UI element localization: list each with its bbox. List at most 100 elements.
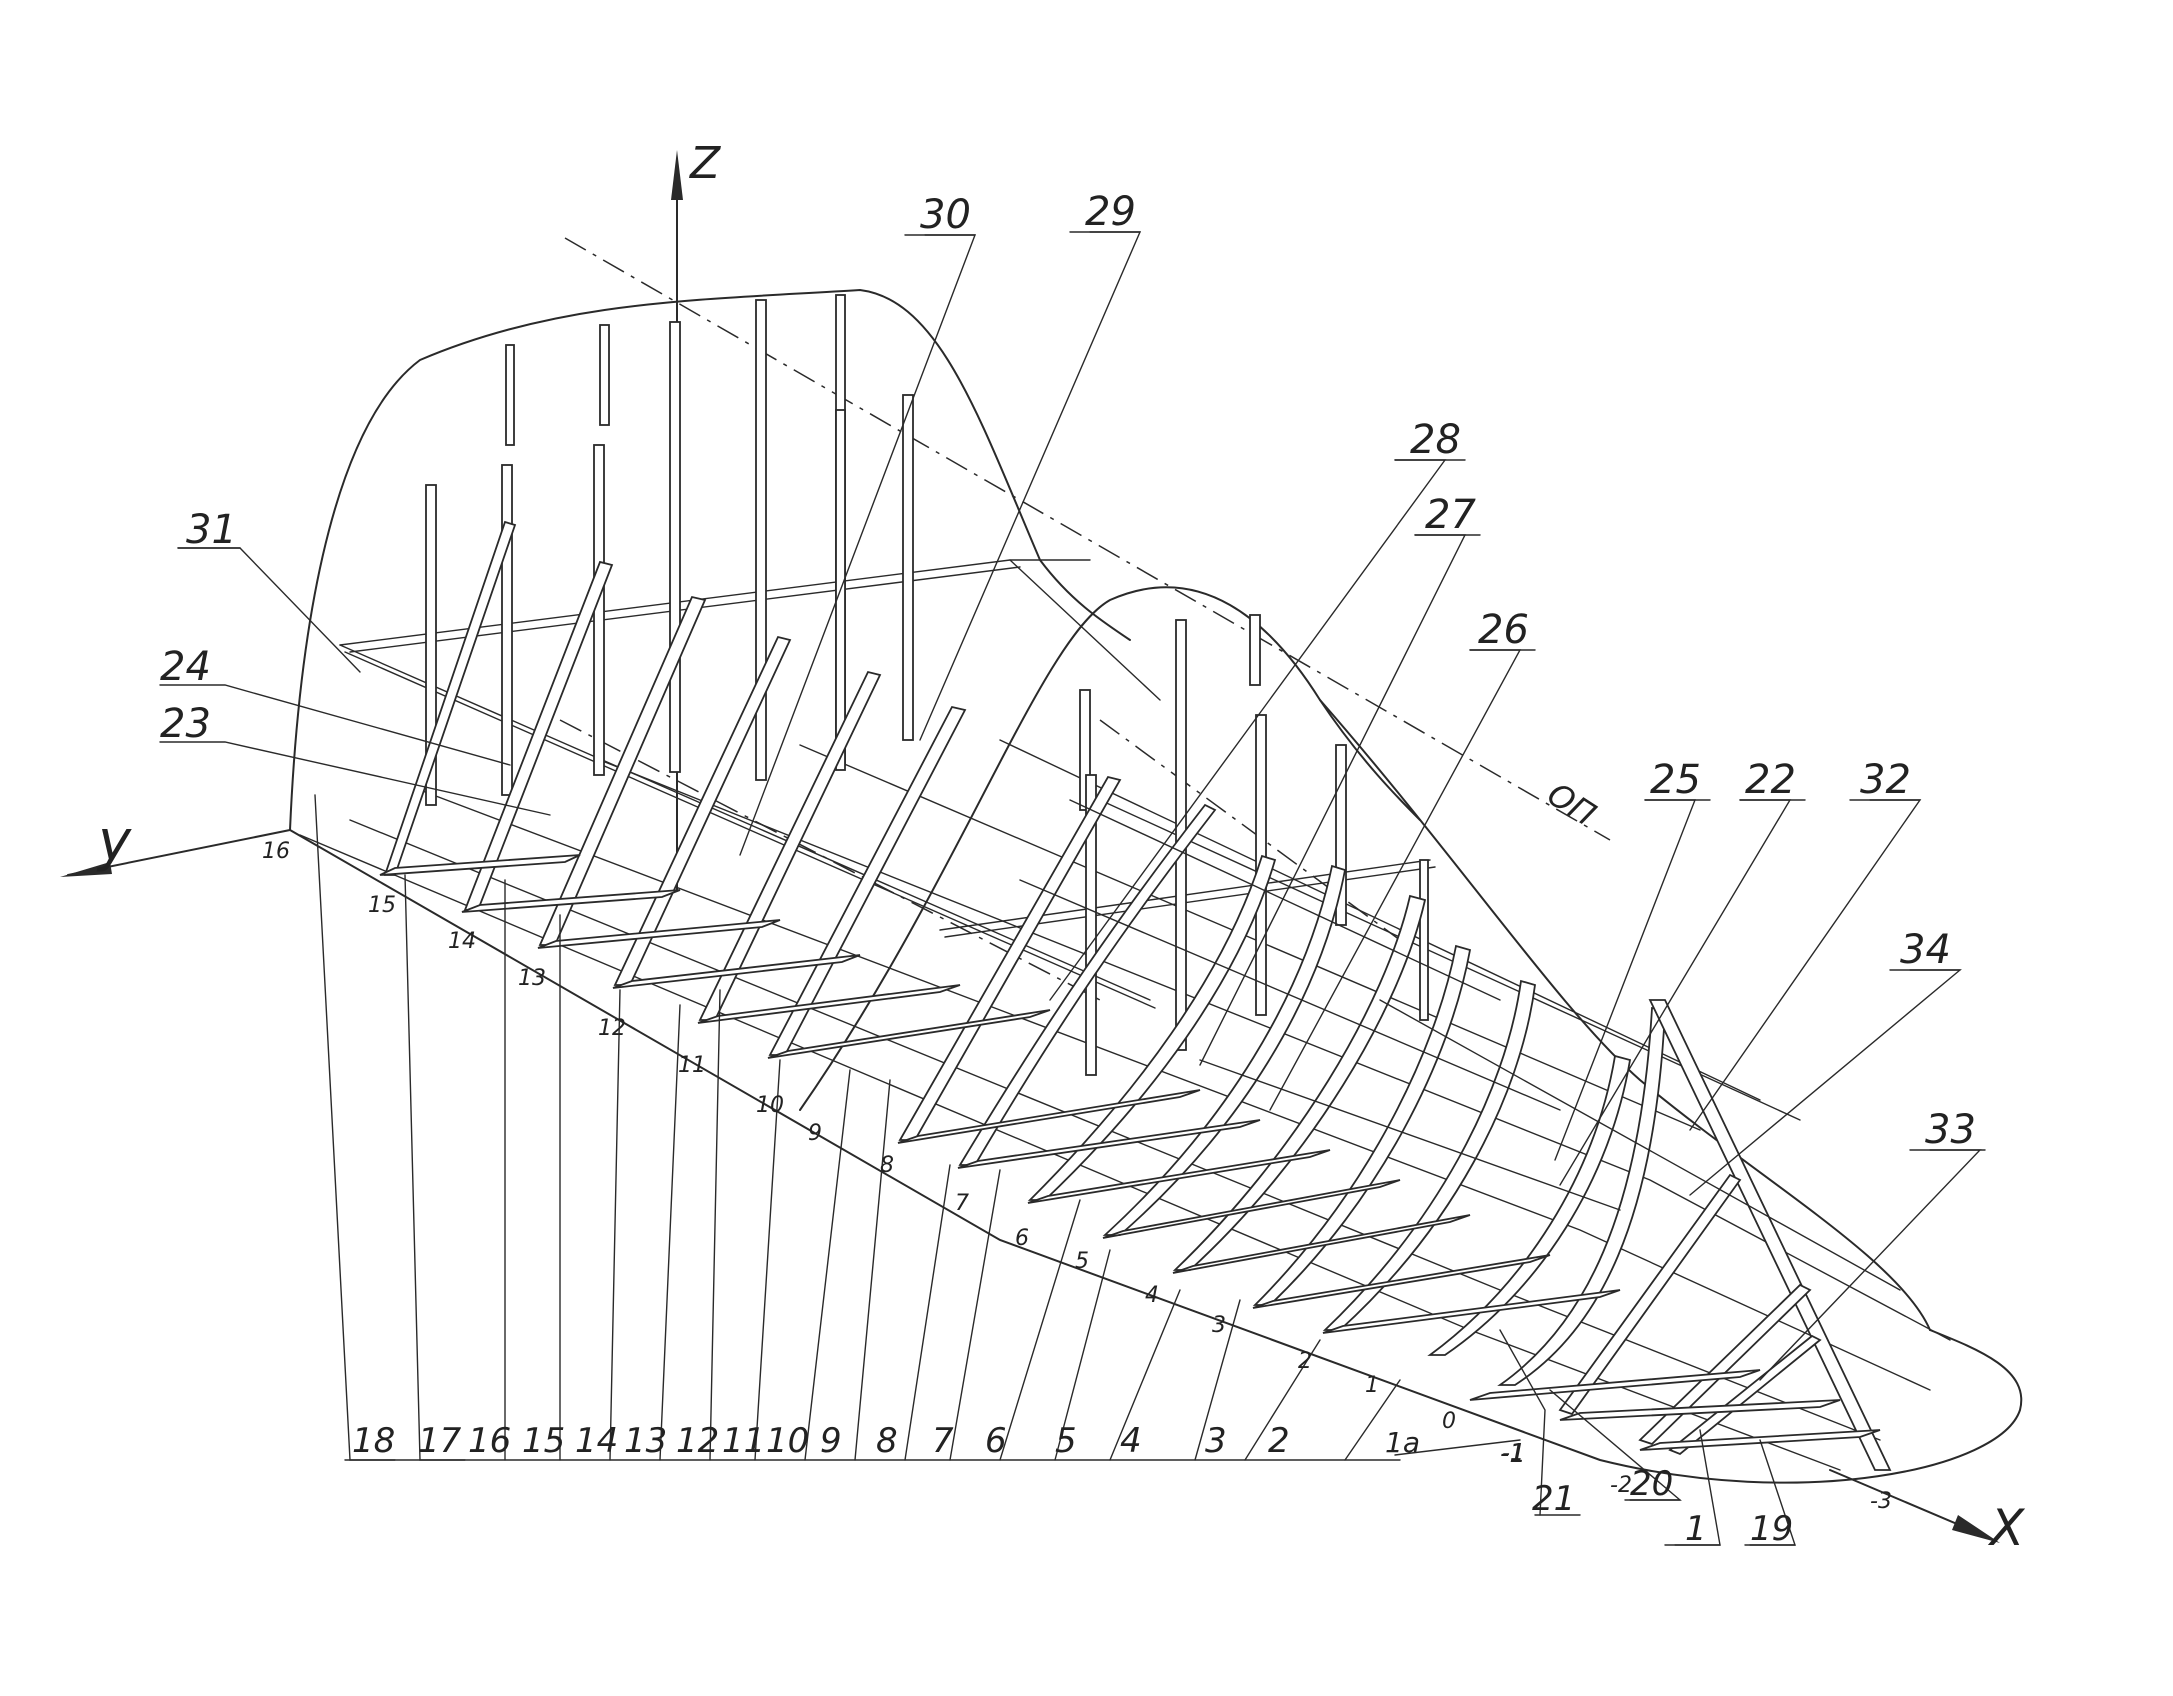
callout-24: 24	[160, 644, 211, 690]
callout-3: 3	[1205, 1421, 1227, 1461]
floor	[1469, 1369, 1761, 1401]
axis-y-label: y	[96, 809, 132, 874]
callout-16: 16	[468, 1421, 511, 1461]
frame-number-labels: 16 15 14 13 12 11 10 9 8 7 6 5 4 3 2 1 0…	[262, 839, 1892, 1514]
callout-7: 7	[932, 1421, 954, 1461]
frame-5: 5	[1075, 1249, 1089, 1274]
callout-19: 19	[1750, 1509, 1793, 1549]
stiffener	[425, 484, 437, 806]
frame-0: 0	[1442, 1409, 1456, 1434]
frame-16: 16	[262, 839, 290, 864]
floor	[1027, 1149, 1331, 1204]
floor	[957, 1119, 1261, 1169]
frame-minus-3: -3	[1870, 1489, 1892, 1514]
floor	[1172, 1214, 1471, 1274]
callout-12: 12	[676, 1421, 719, 1461]
callout-28: 28	[1410, 417, 1461, 463]
callout-22: 22	[1745, 757, 1796, 803]
stiffener	[599, 324, 610, 426]
axis-z-label: Z	[689, 138, 721, 189]
axis-x-label: X	[1987, 1499, 2026, 1557]
axis-x: X	[1829, 1469, 2026, 1557]
axis-y: y	[60, 809, 291, 877]
brace	[1558, 1173, 1742, 1416]
floor	[1252, 1254, 1551, 1309]
floor	[537, 919, 781, 949]
frame-6: 6	[1015, 1226, 1029, 1251]
callout-2: 2	[1268, 1421, 1290, 1461]
brace	[1638, 1283, 1812, 1446]
callout-9: 9	[820, 1421, 842, 1461]
callout-18: 18	[352, 1421, 395, 1461]
callout-27: 27	[1425, 492, 1476, 538]
frame-4: 4	[1145, 1283, 1159, 1308]
frame-2: 2	[1298, 1349, 1312, 1374]
frame-rib	[768, 705, 967, 1056]
stiffener	[1249, 614, 1261, 686]
callout-33: 33	[1925, 1107, 1976, 1153]
frame-9: 9	[808, 1121, 822, 1146]
frame-rib	[1172, 894, 1427, 1271]
brace	[1668, 1334, 1822, 1456]
leader-lines	[159, 231, 1986, 1546]
callout-minus-1: -1	[1500, 1439, 1526, 1469]
top-callout-labels: 31 24 23 30 29 28 27 26 25 22 32 34 33	[160, 189, 1976, 1153]
frame-rib	[1427, 1054, 1632, 1356]
stiffener	[669, 321, 681, 773]
stiffener	[1079, 689, 1091, 811]
frame-3: 3	[1212, 1313, 1226, 1338]
stiffener	[505, 344, 515, 446]
callout-13: 13	[624, 1421, 667, 1461]
frame-14: 14	[448, 929, 476, 954]
frame-12: 12	[598, 1016, 626, 1041]
floor	[697, 984, 961, 1024]
floor	[767, 1009, 1051, 1059]
stiffener	[1085, 774, 1097, 1076]
frame-13: 13	[518, 966, 546, 991]
floor	[897, 1089, 1201, 1144]
callout-23: 23	[160, 701, 211, 747]
frame-rib	[383, 520, 517, 876]
floor	[1102, 1179, 1401, 1239]
bow-stem	[1648, 999, 1892, 1471]
frame-minus-1: -1	[1502, 1441, 1524, 1466]
frame-rib	[1252, 944, 1472, 1306]
callout-1: 1	[1685, 1509, 1707, 1549]
frames	[379, 520, 1901, 1471]
frame-1: 1	[1365, 1373, 1379, 1398]
callout-4: 4	[1120, 1421, 1142, 1461]
floor	[1322, 1289, 1621, 1334]
frame-11: 11	[678, 1053, 706, 1078]
plane-op-label: ОП	[1541, 775, 1603, 834]
callout-26: 26	[1478, 607, 1529, 653]
callout-31: 31	[186, 507, 237, 553]
stiffener	[593, 444, 605, 776]
stiffener	[902, 394, 914, 741]
floor	[1559, 1399, 1841, 1421]
frame-rib	[1027, 854, 1277, 1201]
frame-minus-2: -2	[1610, 1473, 1632, 1498]
callout-20: 20	[1630, 1464, 1673, 1504]
frame-15: 15	[368, 893, 396, 918]
callout-8: 8	[876, 1421, 898, 1461]
callout-1a: 1a	[1385, 1426, 1420, 1459]
stiffener	[755, 299, 767, 781]
callout-17: 17	[418, 1421, 462, 1461]
frame-rib	[1102, 864, 1347, 1236]
wall-stiffeners	[425, 294, 1429, 1076]
callout-34: 34	[1900, 927, 1951, 973]
callout-10: 10	[766, 1421, 809, 1461]
callout-21: 21	[1532, 1479, 1575, 1519]
callout-14: 14	[575, 1421, 618, 1461]
floor	[612, 954, 861, 989]
callout-29: 29	[1085, 189, 1136, 235]
floor	[379, 854, 581, 876]
frame-rib	[1322, 979, 1536, 1331]
callout-15: 15	[522, 1421, 565, 1461]
frame-10: 10	[756, 1093, 784, 1118]
frame-8: 8	[880, 1153, 894, 1178]
bottom-callout-labels: 18 17 16 15 14 13 12 11 10 9 8 7 6 5 4 3…	[352, 1421, 1793, 1549]
callout-30: 30	[920, 192, 971, 238]
stiffener	[1419, 859, 1429, 1021]
